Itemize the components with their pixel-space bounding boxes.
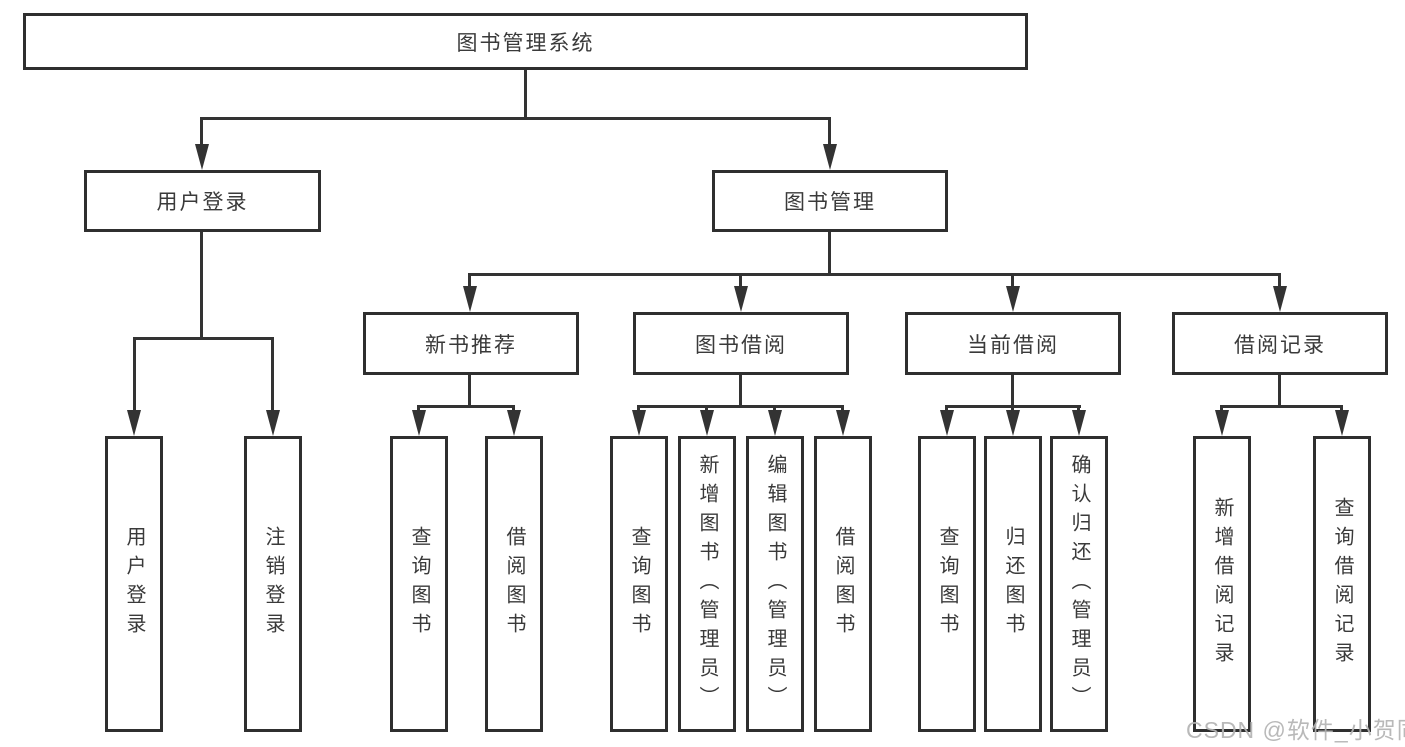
arrowhead-leaf	[507, 410, 521, 436]
node-user-login: 用户登录	[84, 170, 321, 232]
arrowhead-leaf	[1335, 410, 1349, 436]
leaf-return-book: 归还图书	[984, 436, 1042, 732]
connector-book-management-stem	[828, 232, 831, 273]
arrowhead-leaf	[412, 410, 426, 436]
leaf-add-book-admin-label: 新增图书（管理员）	[696, 453, 718, 715]
leaf-edit-book-admin: 编辑图书（管理员）	[746, 436, 804, 732]
connector-leaf-stem	[637, 405, 640, 410]
connector-book-borrow-rail	[637, 405, 844, 408]
arrowhead-to-borrow-records	[1273, 286, 1287, 312]
leaf-recommend-query-book: 查询图书	[390, 436, 448, 732]
connector-to-borrow-records	[1278, 273, 1281, 286]
node-book-borrow: 图书借阅	[633, 312, 849, 375]
leaf-add-borrow-record: 新增借阅记录	[1193, 436, 1251, 732]
connector-leaf-stem	[1340, 405, 1343, 410]
arrowhead-leaf	[940, 410, 954, 436]
arrowhead-leaf	[632, 410, 646, 436]
connector-to-user-login	[200, 117, 203, 144]
leaf-add-borrow-record-label: 新增借阅记录	[1211, 497, 1233, 671]
leaf-logout-login: 注销登录	[244, 436, 302, 732]
node-borrow-records: 借阅记录	[1172, 312, 1388, 375]
node-new-book-recommend: 新书推荐	[363, 312, 579, 375]
arrowhead-to-new-book-recommend	[463, 286, 477, 312]
arrowhead-to-leaf-logout	[266, 410, 280, 436]
leaf-add-book-admin: 新增图书（管理员）	[678, 436, 736, 732]
leaf-edit-book-admin-label: 编辑图书（管理员）	[764, 453, 786, 715]
node-current-borrow: 当前借阅	[905, 312, 1121, 375]
node-book-management-label: 图书管理	[784, 191, 876, 214]
node-book-borrow-label: 图书借阅	[695, 333, 787, 357]
connector-book-borrow-stem	[739, 375, 742, 405]
leaf-borrow-query-book-label: 查询图书	[628, 526, 650, 642]
watermark-csdn: CSDN @软件_小贺同学	[1186, 717, 1405, 743]
connector-borrow-records-stem	[1278, 375, 1281, 405]
connector-leaf-stem	[417, 405, 420, 410]
leaf-recommend-query-book-label: 查询图书	[408, 526, 430, 642]
leaf-recommend-borrow-book-label: 借阅图书	[503, 526, 525, 642]
arrowhead-to-leaf-user-login	[127, 410, 141, 436]
leaf-confirm-return-admin: 确认归还（管理员）	[1050, 436, 1108, 732]
leaf-query-borrow-record-label: 查询借阅记录	[1331, 497, 1353, 671]
leaf-user-login: 用户登录	[105, 436, 163, 732]
node-current-borrow-label: 当前借阅	[967, 333, 1059, 357]
connector-leaf-stem	[945, 405, 948, 410]
arrowhead-to-book-borrow	[734, 286, 748, 312]
connector-to-current-borrow	[1011, 273, 1014, 286]
connector-user-login-stem	[200, 232, 203, 337]
arrowhead-leaf	[1215, 410, 1229, 436]
connector-to-book-borrow	[739, 273, 742, 286]
connector-to-book-management	[828, 117, 831, 144]
node-new-book-recommend-label: 新书推荐	[425, 333, 517, 357]
arrowhead-to-current-borrow	[1006, 286, 1020, 312]
arrowhead-leaf	[768, 410, 782, 436]
node-library-management-system: 图书管理系统	[23, 13, 1028, 70]
leaf-query-borrow-record: 查询借阅记录	[1313, 436, 1371, 732]
arrowhead-leaf	[1072, 410, 1086, 436]
connector-recommend-rail	[417, 405, 515, 408]
leaf-borrow-query-book: 查询图书	[610, 436, 668, 732]
connector-level2-rail	[200, 117, 831, 120]
connector-leaf-stem	[705, 405, 708, 410]
node-library-management-system-label: 图书管理系统	[456, 31, 595, 55]
connector-borrow-records-rail	[1220, 405, 1343, 408]
leaf-current-query-book-label: 查询图书	[936, 526, 958, 642]
connector-to-new-book-recommend	[468, 273, 471, 286]
leaf-borrow-book-label: 借阅图书	[832, 526, 854, 642]
connector-leaf-stem	[773, 405, 776, 410]
connector-leaf-stem	[1220, 405, 1223, 410]
arrowhead-leaf	[1006, 410, 1020, 436]
connector-leaf-stem	[1077, 405, 1080, 410]
leaf-logout-login-label: 注销登录	[262, 526, 284, 642]
connector-leaf-stem	[841, 405, 844, 410]
leaf-user-login-label: 用户登录	[123, 526, 145, 642]
connector-user-login-rail	[133, 337, 274, 340]
connector-leaf-stem	[1011, 405, 1014, 410]
leaf-borrow-book: 借阅图书	[814, 436, 872, 732]
arrowhead-to-book-management	[823, 144, 837, 170]
connector-level3-rail	[469, 273, 1280, 276]
arrowhead-to-user-login	[195, 144, 209, 170]
connector-leaf-stem	[512, 405, 515, 410]
arrowhead-leaf	[700, 410, 714, 436]
leaf-current-query-book: 查询图书	[918, 436, 976, 732]
connector-to-leaf-logout	[271, 337, 274, 410]
arrowhead-leaf	[836, 410, 850, 436]
leaf-return-book-label: 归还图书	[1002, 526, 1024, 642]
node-borrow-records-label: 借阅记录	[1234, 333, 1326, 357]
connector-to-leaf-user-login	[133, 337, 136, 410]
connector-recommend-stem	[468, 375, 471, 405]
connector-root-stem	[524, 70, 527, 117]
node-book-management: 图书管理	[712, 170, 948, 232]
connector-current-borrow-stem	[1011, 375, 1014, 405]
leaf-confirm-return-admin-label: 确认归还（管理员）	[1068, 453, 1090, 715]
leaf-recommend-borrow-book: 借阅图书	[485, 436, 543, 732]
node-user-login-label: 用户登录	[156, 191, 249, 214]
